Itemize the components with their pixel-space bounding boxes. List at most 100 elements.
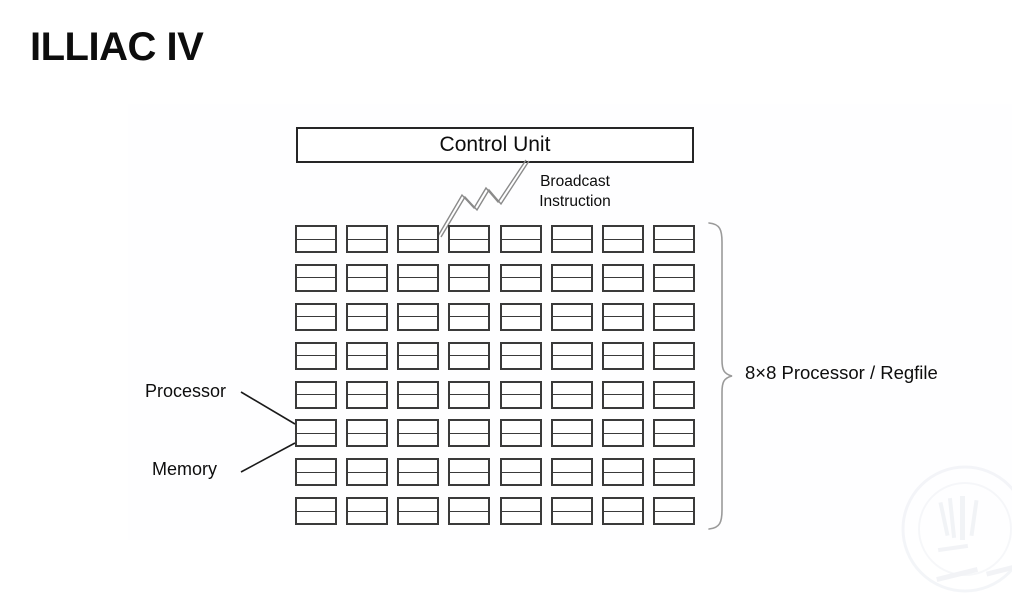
cell-processor-part [297,227,335,240]
cell-memory-part [553,278,591,290]
cell-processor-part [297,421,335,434]
processor-element-cell [601,263,644,292]
cell-processor-part [603,460,642,473]
cell-processor-part [450,421,489,434]
cell-memory-part [297,240,335,252]
processor-element-cell [499,380,542,409]
cell-memory-part [399,356,437,368]
processor-grid-row [295,497,695,526]
processor-element-cell [448,341,491,370]
cell-processor-part [348,227,387,240]
processor-element-cell [601,458,644,487]
processor-element-cell [346,458,389,487]
cell-processor-part [297,344,335,357]
processor-element-cell [295,263,337,292]
cell-processor-part [450,227,489,240]
cell-processor-part [297,460,335,473]
cell-memory-part [450,512,488,524]
cell-processor-part [552,266,591,279]
processor-element-cell [550,419,593,448]
cell-memory-part [502,395,540,407]
processor-element-cell [499,419,542,448]
processor-element-cell [601,225,644,253]
cell-processor-part [399,305,438,318]
cell-processor-part [399,421,438,434]
cell-processor-part [450,383,489,396]
cell-memory-part [399,512,437,524]
cell-processor-part [654,227,693,240]
cell-processor-part [348,460,387,473]
processor-element-cell [652,302,695,331]
cell-processor-part [297,305,335,318]
cell-memory-part [553,240,591,252]
cell-memory-part [348,278,386,290]
cell-memory-part [348,356,386,368]
cell-processor-part [552,344,591,357]
cell-memory-part [348,395,386,407]
cell-processor-part [297,499,335,512]
cell-memory-part [399,240,437,252]
cell-processor-part [654,499,693,512]
processor-element-cell [499,341,542,370]
processor-element-cell [550,225,593,253]
cell-memory-part [450,240,488,252]
processor-element-cell [652,458,695,487]
cell-processor-part [348,344,387,357]
cell-processor-part [348,499,387,512]
processor-element-cell [550,497,593,526]
processor-grid-row [295,458,695,487]
processor-grid-row [295,225,695,253]
cell-memory-part [348,512,386,524]
processor-element-cell [346,302,389,331]
processor-element-cell [397,302,440,331]
callout-label-processor: Processor [145,381,227,401]
cell-processor-part [603,383,642,396]
cell-memory-part [553,473,591,485]
cell-memory-part [604,278,642,290]
cell-memory-part [655,473,693,485]
processor-element-cell [448,458,491,487]
cell-memory-part [297,278,335,290]
processor-element-cell [448,263,491,292]
callout-label-memory: Memory [152,459,218,479]
processor-element-cell [550,458,593,487]
cell-memory-part [399,395,437,407]
grid-brace-icon [708,222,733,530]
processor-element-cell [499,458,542,487]
cell-processor-part [501,499,540,512]
processor-grid-row [295,341,695,370]
cell-memory-part [399,278,437,290]
cell-memory-part [348,240,386,252]
processor-element-cell [397,497,440,526]
cell-memory-part [348,434,386,446]
processor-element-cell [346,380,389,409]
cell-processor-part [450,266,489,279]
broadcast-instruction-label: Broadcast Instruction [510,172,640,212]
processor-element-cell [397,458,440,487]
cell-memory-part [450,395,488,407]
processor-element-cell [448,419,491,448]
processor-grid-row [295,380,695,409]
cell-memory-part [604,473,642,485]
cell-processor-part [552,460,591,473]
cell-processor-part [501,421,540,434]
cell-memory-part [604,512,642,524]
processor-element-cell [601,341,644,370]
cell-processor-part [450,499,489,512]
processor-element-cell [295,302,337,331]
cell-processor-part [654,344,693,357]
cell-processor-part [399,344,438,357]
cell-memory-part [297,317,335,329]
cell-memory-part [297,356,335,368]
cell-processor-part [552,227,591,240]
cell-memory-part [553,434,591,446]
cell-memory-part [553,317,591,329]
cell-memory-part [399,473,437,485]
cell-processor-part [603,266,642,279]
processor-element-cell [652,263,695,292]
cell-memory-part [399,317,437,329]
cell-memory-part [502,473,540,485]
cell-processor-part [348,383,387,396]
cell-memory-part [604,395,642,407]
cell-memory-part [655,395,693,407]
